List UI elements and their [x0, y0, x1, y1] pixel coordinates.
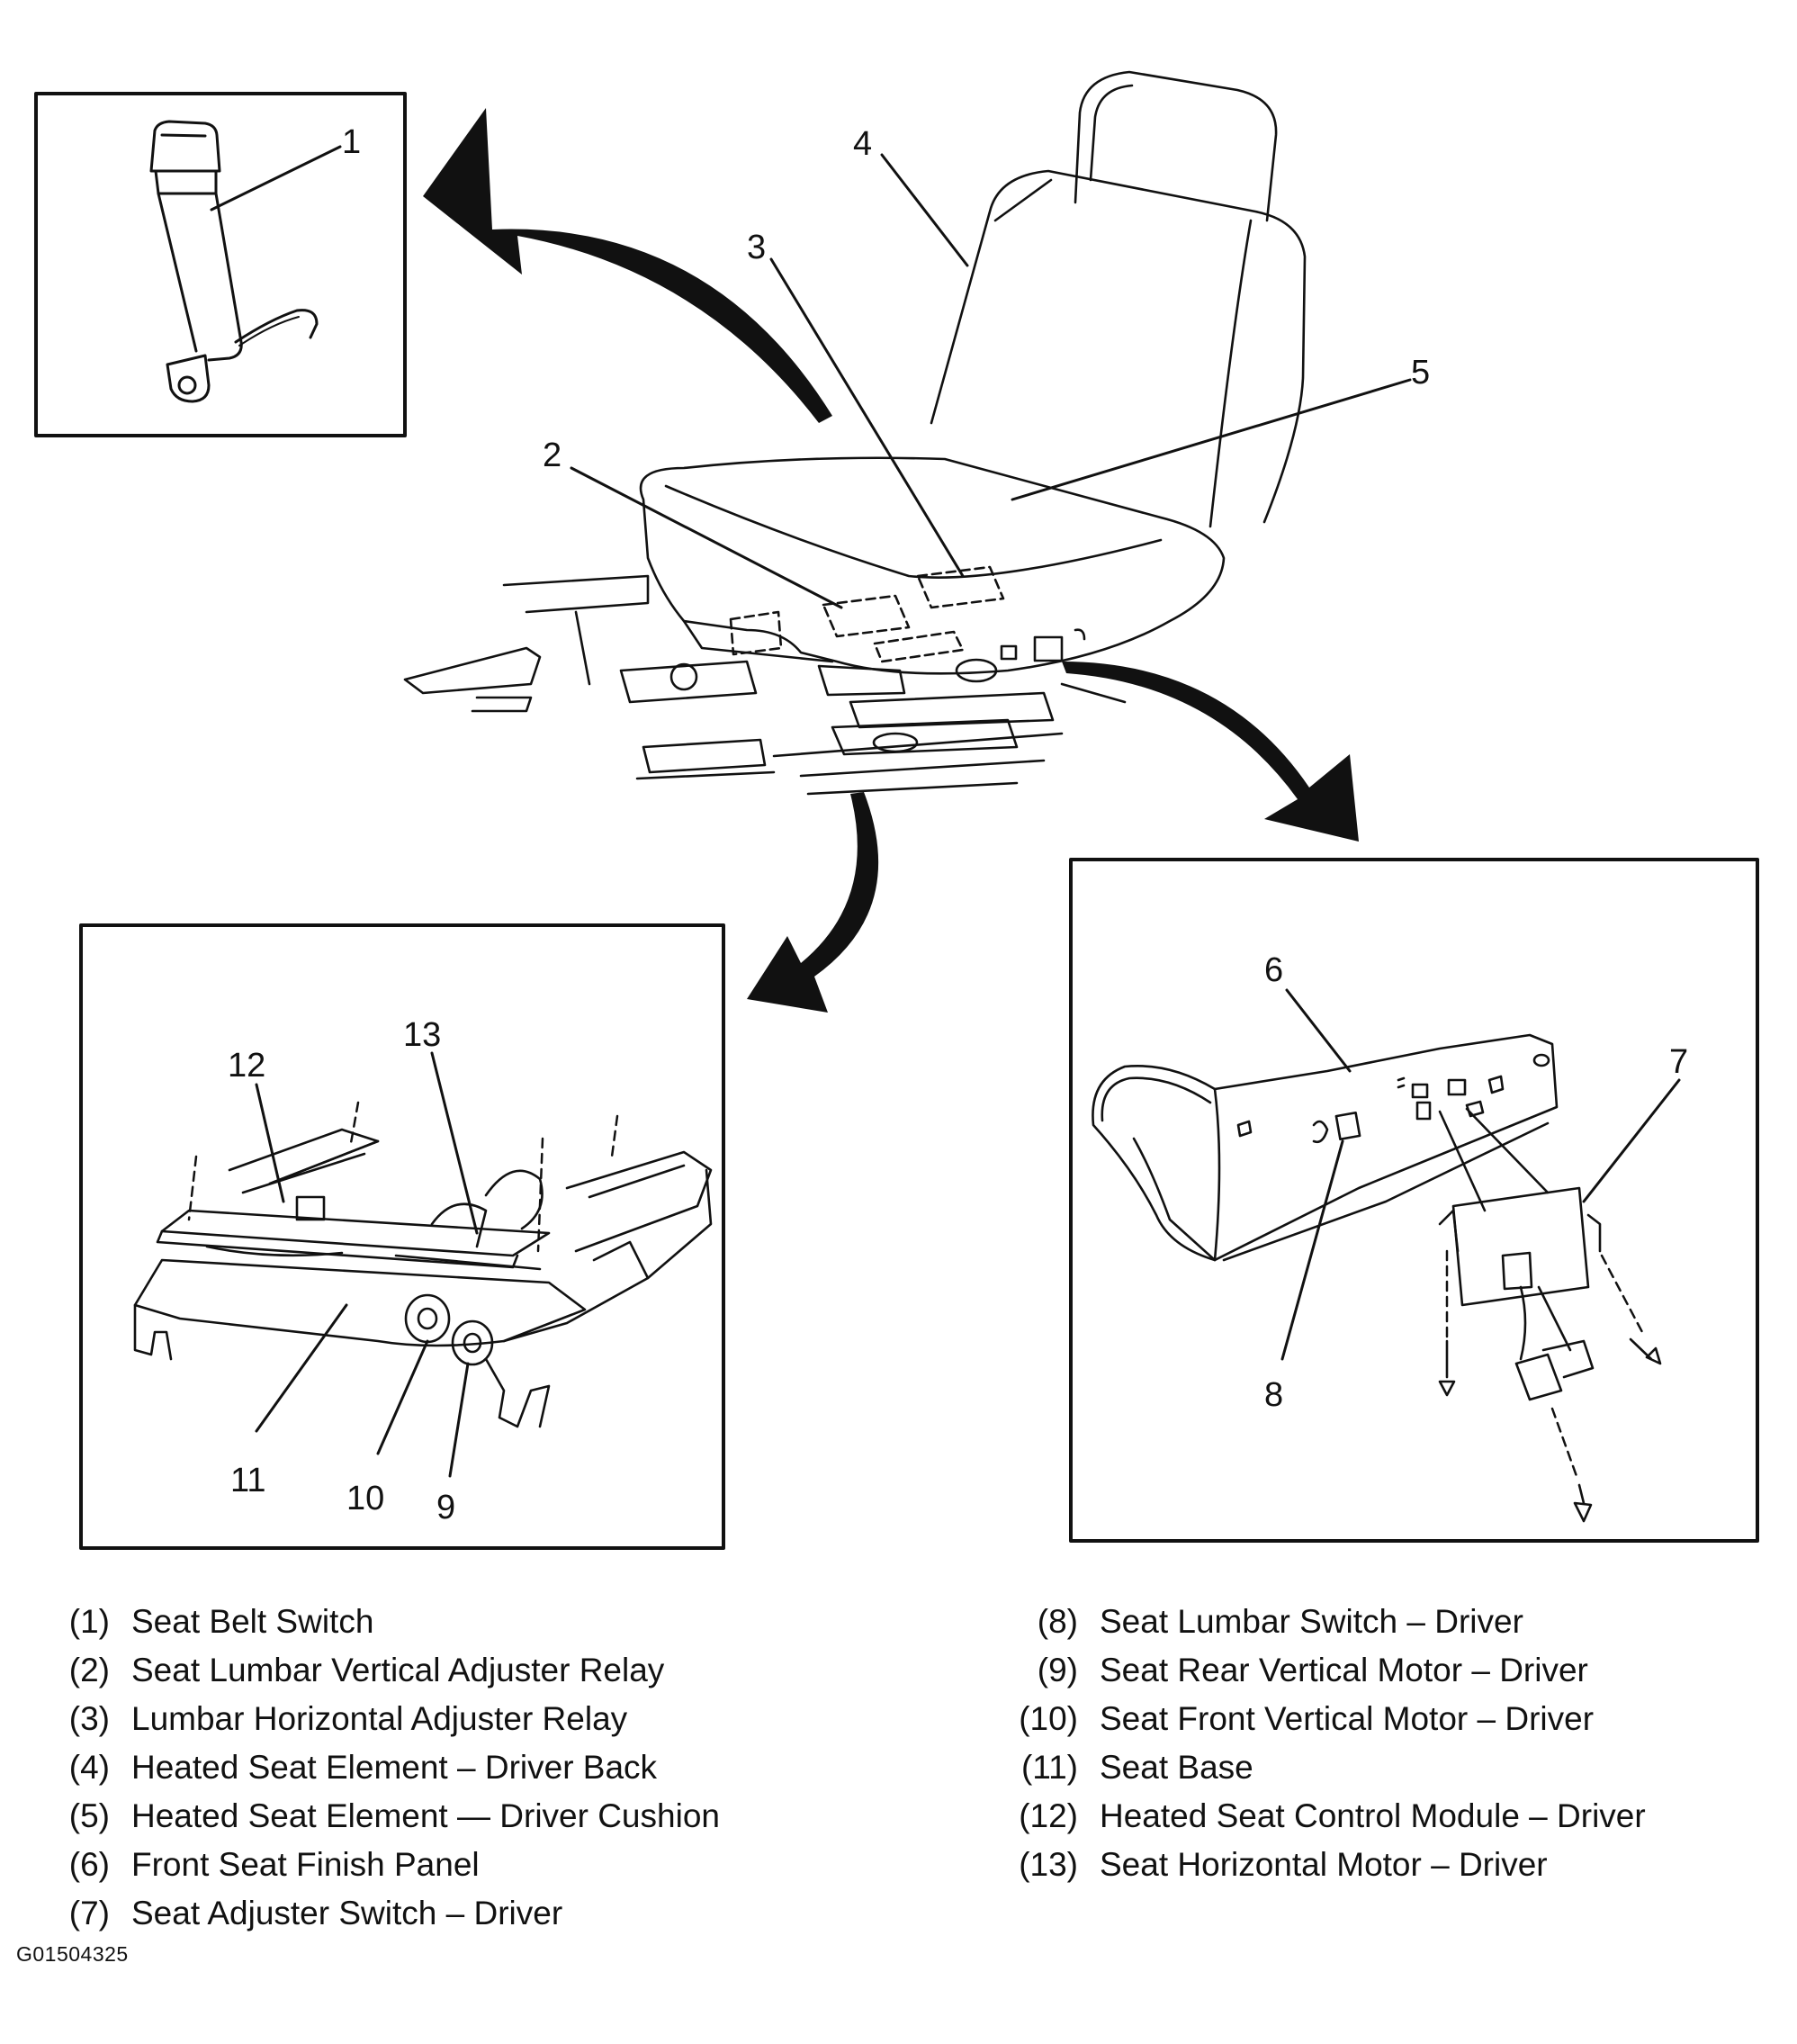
legend-label: Lumbar Horizontal Adjuster Relay	[131, 1700, 628, 1737]
leader-3	[769, 257, 965, 578]
arrow-to-seat-belt-inset	[423, 108, 832, 423]
callout-9: 9	[436, 1489, 455, 1526]
legend-item: (1) Seat Belt Switch	[54, 1598, 720, 1646]
main-seat-drawing	[403, 70, 1307, 796]
legend-label: Heated Seat Control Module – Driver	[1100, 1797, 1646, 1834]
legend-item: (7) Seat Adjuster Switch – Driver	[54, 1889, 720, 1938]
legend-number: (2)	[68, 1652, 110, 1688]
relay-boxes-hidden	[729, 565, 1005, 663]
leader-13	[430, 1051, 479, 1235]
callout-6: 6	[1264, 951, 1283, 989]
legend-number: (13)	[1019, 1846, 1078, 1883]
callout-7: 7	[1669, 1043, 1688, 1081]
legend-item: (5) Heated Seat Element — Driver Cushion	[54, 1792, 720, 1841]
inset-finish-panel-frame	[1069, 858, 1759, 1543]
seat-base-dashed-guides	[187, 1101, 619, 1253]
seat-belt-buckle-drawing	[149, 120, 319, 403]
legend-label: Seat Base	[1100, 1749, 1253, 1786]
legend-label: Seat Front Vertical Motor – Driver	[1100, 1700, 1595, 1737]
legend-number: (11)	[1020, 1749, 1078, 1786]
legend-item: (4) Heated Seat Element – Driver Back	[54, 1743, 720, 1792]
seat-base-frame-drawing	[133, 1128, 713, 1428]
leader-5	[1011, 378, 1412, 501]
legend-number: (12)	[1019, 1797, 1078, 1834]
legend-number: (4)	[68, 1749, 110, 1786]
legend-label: Seat Rear Vertical Motor – Driver	[1100, 1652, 1588, 1688]
legend-item: (9) Seat Rear Vertical Motor – Driver	[1008, 1646, 1646, 1695]
legend-number: (7)	[68, 1895, 110, 1931]
finish-panel-drawing	[1092, 1033, 1662, 1523]
leader-11	[255, 1303, 348, 1433]
legend-number: (3)	[68, 1700, 110, 1737]
leader-10	[376, 1339, 429, 1455]
legend-number: (10)	[1019, 1700, 1078, 1737]
inset-finish-panel: 6 7 8	[1069, 858, 1759, 1543]
leader-4	[880, 153, 969, 267]
finish-panel-dashed-guides	[1445, 1249, 1644, 1478]
arrow-to-seat-base-inset	[747, 792, 879, 1013]
main-leaders	[570, 153, 1412, 609]
legend-item: (11) Seat Base	[1008, 1743, 1646, 1792]
callout-1: 1	[342, 123, 361, 161]
callout-4: 4	[853, 125, 872, 163]
callout-2: 2	[543, 437, 562, 474]
legend-item: (13) Seat Horizontal Motor – Driver	[1008, 1841, 1646, 1889]
seat-back	[930, 169, 1307, 524]
leader-7	[1582, 1078, 1681, 1203]
callout-12: 12	[228, 1047, 265, 1085]
curved-arrows	[423, 108, 1359, 1013]
callout-3: 3	[747, 229, 766, 266]
legend-item: (6) Front Seat Finish Panel	[54, 1841, 720, 1889]
callout-13: 13	[403, 1016, 441, 1054]
legend-left-column: (1) Seat Belt Switch (2) Seat Lumbar Verti…	[54, 1598, 720, 1938]
inset-seat-base-frame	[79, 923, 725, 1550]
legend-label: Seat Belt Switch	[131, 1603, 374, 1640]
figure-id: G01504325	[16, 1942, 129, 1966]
legend-label: Seat Horizontal Motor – Driver	[1100, 1846, 1548, 1883]
legend-label: Seat Lumbar Switch – Driver	[1100, 1603, 1523, 1640]
callout-5: 5	[1411, 354, 1430, 392]
seat-component-diagram: 1	[34, 70, 1759, 1550]
seat-cushion	[639, 456, 1226, 675]
arrow-to-finish-panel-inset	[1062, 662, 1359, 842]
legend-item: (12) Heated Seat Control Module – Driver	[1008, 1792, 1646, 1841]
legend-label: Front Seat Finish Panel	[131, 1846, 480, 1883]
legend-item: (2) Seat Lumbar Vertical Adjuster Relay	[54, 1646, 720, 1695]
legend-item: (8) Seat Lumbar Switch – Driver	[1008, 1598, 1646, 1646]
callout-8: 8	[1264, 1376, 1283, 1414]
legend-label: Seat Adjuster Switch – Driver	[131, 1895, 563, 1931]
callout-11: 11	[230, 1462, 265, 1499]
legend-item: (10) Seat Front Vertical Motor – Driver	[1008, 1695, 1646, 1743]
legend-label: Seat Lumbar Vertical Adjuster Relay	[131, 1652, 665, 1688]
leader-1	[210, 145, 342, 212]
legend-number: (5)	[68, 1797, 110, 1834]
inset-seat-belt-frame	[34, 92, 407, 437]
legend-number: (6)	[68, 1846, 110, 1883]
legend-number: (9)	[1037, 1652, 1078, 1688]
leader-8	[1280, 1139, 1344, 1361]
leader-6	[1285, 988, 1352, 1073]
inset-seat-base: 12 13 11 10 9	[79, 923, 725, 1550]
legend-number: (8)	[1037, 1603, 1078, 1640]
leader-12	[255, 1083, 285, 1203]
callout-10: 10	[346, 1480, 384, 1517]
inset-seat-belt-switch: 1	[34, 92, 407, 437]
legend-right-column: (8) Seat Lumbar Switch – Driver (9) Seat R…	[1008, 1598, 1646, 1889]
legend-number: (1)	[68, 1603, 110, 1640]
leader-9	[448, 1362, 470, 1478]
legend-label: Heated Seat Element — Driver Cushion	[131, 1797, 720, 1834]
leader-2	[570, 466, 843, 609]
legend-label: Heated Seat Element – Driver Back	[131, 1749, 658, 1786]
legend-item: (3) Lumbar Horizontal Adjuster Relay	[54, 1695, 720, 1743]
